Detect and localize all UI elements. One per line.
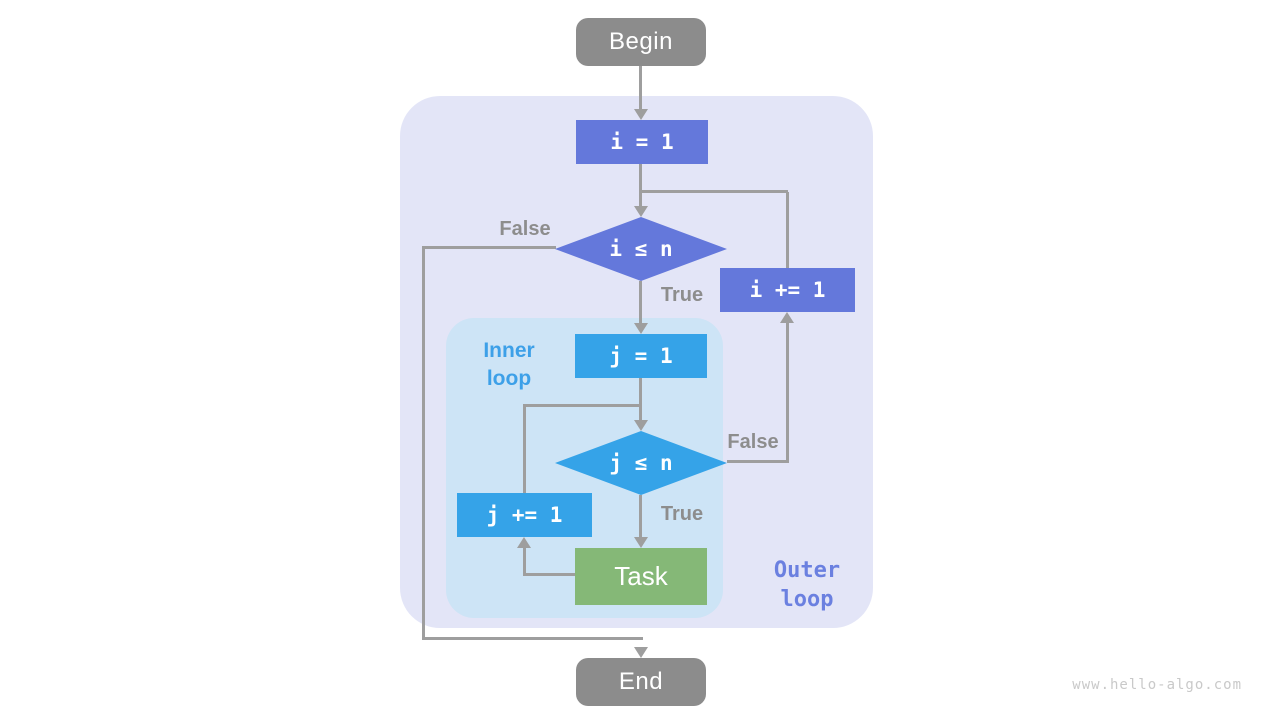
- outer-loop-label-line1: Outer: [773, 558, 841, 583]
- edge-cond-i-false-down: [422, 246, 425, 640]
- arrowhead-init-j: [634, 323, 648, 334]
- edge-cond-j-false-right: [727, 460, 789, 463]
- inc-i-label: i += 1: [749, 278, 826, 302]
- begin-node: Begin: [576, 18, 706, 66]
- inner-loop-label: Inner loop: [459, 337, 559, 393]
- edge-inc-i-return-side: [786, 192, 789, 268]
- edge-task-to-inc-j-bottom: [523, 573, 576, 576]
- arrowhead-init-i: [634, 109, 648, 120]
- init-j-label: j = 1: [609, 344, 673, 368]
- edge-inc-i-return-top: [641, 190, 788, 193]
- edge-init-j-to-cond-j: [639, 378, 642, 423]
- cond-j-true-label: True: [660, 503, 704, 525]
- edge-cond-i-false-left: [424, 246, 556, 249]
- cond-i-label: i ≤ n: [609, 237, 673, 261]
- inner-loop-label-line1: Inner: [483, 339, 535, 362]
- arrowhead-inc-i: [780, 312, 794, 323]
- edge-cond-i-true: [639, 281, 642, 325]
- end-node: End: [576, 658, 706, 706]
- edge-cond-j-true: [639, 495, 642, 539]
- cond-i-false-label: False: [499, 218, 551, 240]
- arrowhead-cond-j: [634, 420, 648, 431]
- init-i-label: i = 1: [610, 130, 674, 154]
- outer-loop-label-line2: loop: [780, 587, 834, 612]
- cond-i-true-label: True: [660, 284, 704, 306]
- watermark: www.hello-algo.com: [1072, 677, 1242, 693]
- edge-begin-to-init-i: [639, 66, 642, 112]
- cond-j-false-label: False: [727, 431, 779, 453]
- init-j-node: j = 1: [575, 334, 707, 378]
- edge-inc-j-return-side: [523, 404, 526, 493]
- edge-init-i-to-cond-i: [639, 164, 642, 208]
- inc-j-node: j += 1: [457, 493, 592, 537]
- inc-j-label: j += 1: [486, 503, 563, 527]
- task-node: Task: [575, 548, 707, 605]
- outer-loop-label: Outer loop: [747, 556, 867, 614]
- edge-inc-j-return-top: [523, 404, 642, 407]
- arrowhead-cond-i: [634, 206, 648, 217]
- inc-i-node: i += 1: [720, 268, 855, 312]
- edge-cond-j-false-up: [786, 322, 789, 463]
- arrowhead-end: [634, 647, 648, 658]
- task-label: Task: [614, 561, 668, 591]
- begin-node-label: Begin: [609, 28, 673, 55]
- end-node-label: End: [618, 668, 664, 695]
- init-i-node: i = 1: [576, 120, 708, 164]
- inner-loop-label-line2: loop: [486, 367, 532, 390]
- edge-cond-i-false-bottom: [422, 637, 643, 640]
- arrowhead-task: [634, 537, 648, 548]
- cond-j-label: j ≤ n: [609, 451, 673, 475]
- edge-task-to-inc-j-side: [523, 546, 526, 575]
- arrowhead-inc-j: [517, 537, 531, 548]
